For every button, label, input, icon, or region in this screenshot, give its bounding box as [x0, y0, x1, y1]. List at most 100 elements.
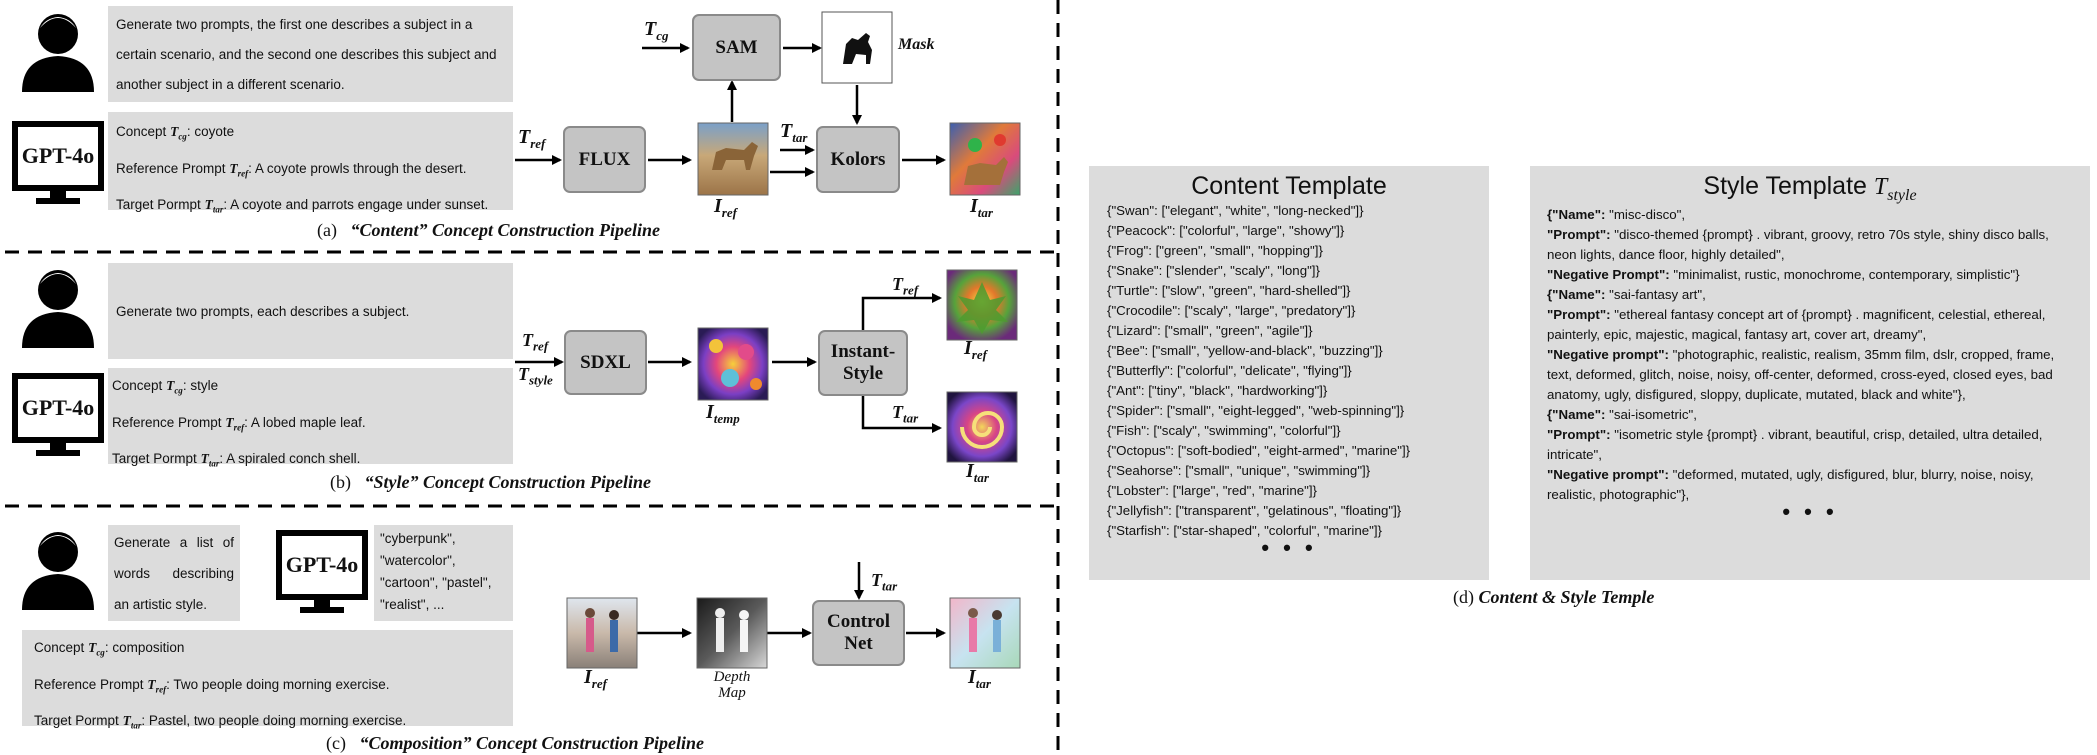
- content-template-ellipsis: • • •: [1261, 535, 1317, 560]
- output-box-b: Concept Tcg: style Reference Prompt Tref…: [108, 368, 513, 469]
- style-template-title: Style Template Tstyle: [1703, 172, 1917, 204]
- temp-image: [697, 327, 769, 401]
- target-line-c: Target Pormpt Ttar: Pastel, two people d…: [34, 713, 407, 732]
- reference-image-leaf: [946, 269, 1018, 341]
- content-template-list: {"Swan": ["elegant", "white", "long-neck…: [1089, 201, 1489, 541]
- content-template-line: {"Bee": ["small", "yellow-and-black", "b…: [1107, 343, 1383, 358]
- style-template-list: {"Name": "misc-disco","Prompt": "disco-t…: [1530, 205, 2090, 505]
- monitor-stand-c: [300, 598, 344, 613]
- node-flux: FLUX: [563, 126, 646, 193]
- style-template-value: "sai-fantasy art",: [1605, 286, 1706, 302]
- caption-a: (a) “Content” Concept Construction Pipel…: [317, 220, 661, 240]
- target-line-a: Target Pormpt Ttar: A coyote and parrots…: [116, 197, 489, 216]
- style-template-value: "misc-disco",: [1605, 206, 1686, 222]
- target-image-pastel-people: [949, 597, 1021, 669]
- prompt-box-c: Generate a list of words describing an a…: [108, 525, 240, 621]
- gpt-label-a: GPT-4o: [21, 143, 95, 168]
- style-template-entry: "Prompt": "isometric style {prompt} . vi…: [1547, 425, 2076, 465]
- content-template-line: {"Swan": ["elegant", "white", "long-neck…: [1107, 203, 1364, 218]
- symbol-itar-a: Itar: [970, 195, 993, 220]
- symbol-tcg-a: Tcg: [644, 18, 669, 43]
- reference-image-people: [566, 597, 638, 669]
- mask-label: Mask: [898, 36, 935, 53]
- style-template-value: "isometric style {prompt} . vibrant, bea…: [1547, 426, 2043, 462]
- gpt-monitor-b: GPT-4o: [12, 373, 104, 443]
- user-icon-b: [22, 270, 94, 348]
- user-icon-c: [22, 532, 94, 610]
- depth-map-label: Depth Map: [713, 669, 751, 701]
- depth-map-image: [696, 597, 768, 669]
- style-template-key: "Negative Prompt":: [1547, 266, 1670, 282]
- symbol-tstyle-b: Tstyle: [518, 364, 553, 388]
- reference-line-c: Reference Prompt Tref: Two people doing …: [34, 676, 390, 695]
- gpt-label-c: GPT-4o: [285, 552, 359, 577]
- content-template-panel: Content Template {"Swan": ["elegant", "w…: [1089, 166, 1489, 580]
- content-template-line: {"Ant": ["tiny", "black", "hardworking"]…: [1107, 383, 1328, 398]
- style-template-entry: {"Name": "sai-isometric",: [1547, 405, 2076, 425]
- gpt-output-box-c: "cyberpunk", "watercolor", "cartoon", "p…: [374, 525, 513, 621]
- content-template-line: {"Peacock": ["colorful", "large", "showy…: [1107, 223, 1345, 238]
- style-template-entry: "Negative Prompt": "minimalist, rustic, …: [1547, 265, 2076, 285]
- content-template-line: {"Lobster": ["large", "red", "marine"]}: [1107, 483, 1317, 498]
- symbol-itemp-b: Itemp: [706, 401, 740, 426]
- style-template-entry: "Prompt": "ethereal fantasy concept art …: [1547, 305, 2076, 345]
- style-template-value: "disco-themed {prompt} . vibrant, groovy…: [1547, 226, 2049, 262]
- style-template-value: "minimalist, rustic, monochrome, contemp…: [1669, 266, 2020, 282]
- gpt-monitor-a: GPT-4o: [12, 121, 104, 191]
- content-template-line: {"Seahorse": ["small", "unique", "swimmi…: [1107, 463, 1371, 478]
- caption-b: (b) “Style” Concept Construction Pipelin…: [330, 472, 652, 492]
- style-template-key: {"Name":: [1547, 206, 1606, 222]
- style-template-value: "sai-isometric",: [1605, 406, 1697, 422]
- content-template-line: {"Spider": ["small", "eight-legged", "we…: [1107, 403, 1405, 418]
- style-template-value: "deformed, mutated, ugly, disfigured, bl…: [1547, 466, 2034, 502]
- content-template-line: {"Crocodile": ["scaly", "large", "predat…: [1107, 303, 1356, 318]
- style-template-value: "ethereal fantasy concept art of {prompt…: [1547, 306, 2046, 342]
- caption-d: (d) Content & Style Temple: [1453, 587, 1655, 607]
- style-template-key: "Prompt":: [1547, 306, 1611, 322]
- content-template-line: {"Turtle": ["slow", "green", "hard-shell…: [1107, 283, 1351, 298]
- concept-line-b: Concept Tcg: style: [112, 378, 219, 396]
- style-template-entry: "Negative prompt": "deformed, mutated, u…: [1547, 465, 2076, 505]
- symbol-itar-b: Itar: [966, 460, 989, 485]
- target-image-coyote-parrots: [949, 122, 1021, 196]
- monitor-stand-b: [36, 441, 80, 456]
- prompt-text-c: Generate a list of words describing an a…: [114, 535, 234, 612]
- symbol-ttar-c: Ttar: [871, 570, 898, 594]
- concept-line-a: Concept Tcg: coyote: [116, 124, 235, 142]
- content-template-line: {"Starfish": ["star-shaped", "colorful",…: [1107, 523, 1383, 538]
- output-box-c: Concept Tcg: composition Reference Promp…: [22, 630, 513, 731]
- prompt-text-a: Generate two prompts, the first one desc…: [116, 17, 497, 92]
- content-template-title: Content Template: [1191, 172, 1387, 200]
- style-template-entry: "Prompt": "disco-themed {prompt} . vibra…: [1547, 225, 2076, 265]
- symbol-itar-c: Itar: [968, 666, 991, 691]
- caption-c: (c) “Composition” Concept Construction P…: [326, 733, 705, 753]
- style-template-key: "Negative prompt":: [1547, 466, 1669, 482]
- style-template-key: {"Name":: [1547, 406, 1606, 422]
- style-template-entry: {"Name": "sai-fantasy art",: [1547, 285, 2076, 305]
- node-instant-style: Instant-Style: [818, 330, 908, 396]
- node-sdxl: SDXL: [564, 330, 647, 395]
- content-template-line: {"Octopus": ["soft-bodied", "eight-armed…: [1107, 443, 1411, 458]
- symbol-ttar-a: Ttar: [780, 120, 808, 145]
- gpt-monitor-c: GPT-4o: [276, 530, 368, 600]
- reference-image-coyote: [697, 122, 769, 196]
- gpt-output-c: "cyberpunk", "watercolor", "cartoon", "p…: [380, 531, 492, 612]
- user-icon-a: [22, 14, 94, 92]
- style-template-entry: "Negative prompt": "photographic, realis…: [1547, 345, 2076, 405]
- symbol-tref-b: Tref: [522, 330, 549, 354]
- style-template-key: {"Name":: [1547, 286, 1606, 302]
- prompt-box-a: Generate two prompts, the first one desc…: [108, 6, 513, 102]
- mask-image: [821, 11, 893, 84]
- style-template-entry: {"Name": "misc-disco",: [1547, 205, 2076, 225]
- symbol-iref-a: Iref: [714, 195, 737, 220]
- prompt-box-b: Generate two prompts, each describes a s…: [108, 263, 513, 359]
- content-template-line: {"Lizard": ["small", "green", "agile"]}: [1107, 323, 1313, 338]
- style-template-ellipsis: • • •: [1782, 498, 1838, 524]
- symbol-tref-a: Tref: [518, 126, 546, 151]
- symbol-ttar-b-out: Ttar: [892, 402, 919, 426]
- symbol-tref-b-out: Tref: [892, 274, 919, 298]
- prompt-text-b: Generate two prompts, each describes a s…: [116, 303, 410, 319]
- concept-line-c: Concept Tcg: composition: [34, 640, 185, 658]
- node-sam: SAM: [692, 14, 781, 81]
